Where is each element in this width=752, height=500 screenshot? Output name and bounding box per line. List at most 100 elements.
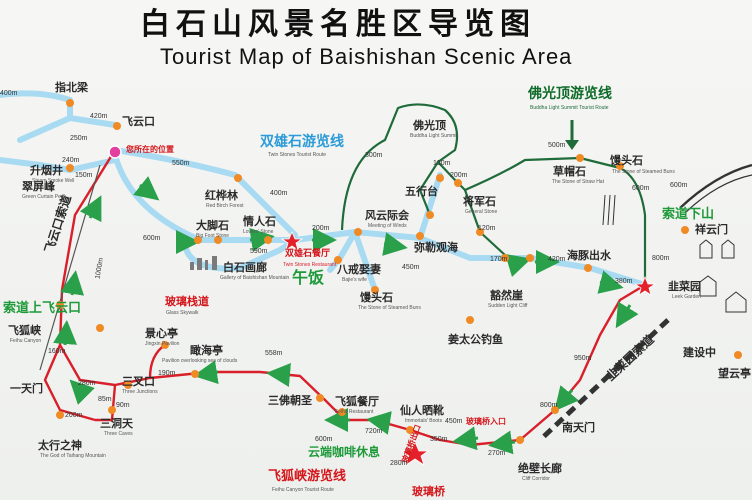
green-arrows — [53, 176, 639, 455]
place-sanchakou: 三叉口 — [122, 375, 155, 388]
route-label-foguangding: 佛光顶游览线 — [528, 86, 612, 102]
place-cuipingfeng-en: Green Curtain Peak — [22, 194, 67, 200]
distance-label: 240m — [62, 157, 80, 164]
distance-label: 200m — [450, 172, 468, 179]
key-stars — [280, 230, 657, 466]
distance-label: 400m — [0, 90, 18, 97]
distance-label: 450m — [402, 264, 420, 271]
place-huoranya: 豁然崖 — [490, 289, 523, 302]
place-honghualin: 红桦林 — [205, 189, 238, 202]
distance-label: 85m — [98, 396, 112, 403]
place-feiyunkou: 飞云口 — [122, 115, 155, 128]
place-nantianmen: 南天门 — [562, 421, 595, 434]
distance-label: 130m — [433, 160, 451, 167]
place-mantoushi-1: 馒头石 — [360, 291, 393, 304]
distance-label: 280m — [78, 380, 96, 387]
place-jiangtaigong: 姜太公钓鱼 — [448, 333, 503, 346]
distance-label: 200m — [312, 225, 330, 232]
distance-label: 190m — [158, 370, 176, 377]
distance-label: 450m — [445, 418, 463, 425]
glass-bridge-label: 玻璃桥 — [412, 485, 445, 498]
distance-label: 160m — [48, 348, 66, 355]
place-jingxinting: 景心亭 — [145, 327, 178, 340]
place-shengyanjing-en: Steam Smoke Well — [32, 178, 75, 184]
place-mantoushi-2: 馒头石 — [610, 154, 643, 167]
glass-plank-en-label: Glass Skywalk — [166, 310, 199, 316]
gallery-sculpture — [190, 256, 217, 270]
place-xianrenshaixue: 仙人晒靴 — [400, 404, 444, 417]
distance-label: 250m — [70, 135, 88, 142]
lunch-label: 午饭 — [292, 268, 325, 287]
map-title-zh: 白石山风景名胜区导览图 — [140, 7, 536, 42]
place-caomaoshi-en: The Stone of Straw Hat — [552, 179, 604, 185]
place-mantoushi-1-en: The Stone of Steamed Buns — [358, 305, 421, 311]
place-feihucanting: 飞狐餐厅 — [335, 395, 379, 408]
cable-up-label: 索道上飞云口 — [3, 301, 82, 316]
place-fengyunjihui-en: Meeting of Winds — [368, 223, 407, 229]
place-baishihualang: 白石画廊 — [223, 261, 267, 274]
place-sandongtian-en: Three Caves — [104, 431, 133, 437]
place-mantoushi-2-en: The Stone of Steamed Buns — [612, 169, 675, 175]
distance-label: 380m — [615, 278, 633, 285]
place-haitunchushui: 海豚出水 — [567, 249, 611, 262]
route-label-shuangxiong-en: Twin Stones Tourist Route — [268, 152, 326, 158]
place-xiangyunmen: 祥云门 — [695, 223, 728, 236]
distance-label: 950m — [574, 355, 592, 362]
place-foguangding-en: Buddha Light Summit — [410, 133, 458, 139]
place-xianrenshaixue-en: Immortals' Boots — [405, 418, 443, 424]
place-kanhaiting-en: Pavilion overlooking sea of clouds — [162, 358, 238, 364]
place-jiangjunshi: 将军石 — [463, 195, 496, 208]
twin-stones-restaurant-en-label: Twin Stones Restaurant — [283, 262, 337, 268]
place-honghualin-en: Red Birch Forest — [206, 203, 244, 209]
distance-label: 150m — [75, 172, 93, 179]
place-dajiaoshi-en: Big Foot Stone — [196, 233, 230, 239]
you-are-here-label: 您所在的位置 — [126, 145, 174, 154]
place-cuipingfeng: 翠屏峰 — [22, 180, 55, 193]
place-foguangding: 佛光顶 — [413, 119, 446, 132]
place-sanchakou-en: Three Junctions — [122, 389, 158, 395]
place-jiucaiyuan-en: Leek Garden — [672, 294, 701, 300]
distance-label: 720m — [365, 428, 383, 435]
sketch-icons — [699, 239, 747, 313]
jucai-cableway — [538, 318, 670, 442]
place-wangyunting: 望云亭 — [718, 367, 751, 380]
distance-label: 300m — [365, 152, 383, 159]
distance-label: 600m — [315, 436, 333, 443]
place-huoranya-en: Sudden Light Cliff — [488, 303, 528, 309]
distance-label: 600m — [143, 235, 161, 242]
place-sandongtian: 三洞天 — [100, 417, 133, 430]
cable-down-label: 索道下山 — [662, 207, 715, 222]
route-label-feihuxia: 飞狐峡游览线 — [268, 469, 347, 484]
place-nodes — [56, 99, 742, 444]
place-feihucanting-en: Feihu Restaurant — [335, 409, 374, 415]
route-label-feihuxia-en: Feihu Canyon Tourist Route — [272, 487, 334, 493]
place-bajieqiqi: 八戒娶妻 — [337, 263, 381, 276]
distance-label: 600m — [632, 185, 650, 192]
place-wuxingtai: 五行台 — [405, 185, 438, 198]
railway-line-2 — [685, 174, 752, 213]
you-are-here-marker — [108, 145, 122, 159]
distance-label: 200m — [65, 412, 83, 419]
distance-label: 350m — [430, 436, 448, 443]
coffee-break-label: 云端咖啡休息 — [308, 445, 381, 459]
place-taihangzhishen: 太行之神 — [38, 439, 82, 452]
place-shengyanjing: 升烟井 — [30, 164, 63, 177]
distance-label: 280m — [390, 460, 408, 467]
distance-label: 590m — [250, 248, 268, 255]
place-caomaoshi: 草帽石 — [553, 165, 586, 178]
place-fengyunjihui: 风云际会 — [365, 209, 409, 222]
place-qingrenshi: 情人石 — [243, 215, 276, 228]
place-jingxinting-en: Jingxin Pavilion — [145, 341, 180, 347]
place-bajieqiqi-en: Bajie's wife — [342, 277, 367, 283]
place-juebichanglang: 绝壁长廊 — [518, 462, 562, 475]
distance-label: 500m — [548, 142, 566, 149]
distance-label: 420m — [548, 256, 566, 263]
distance-label: 600m — [670, 182, 688, 189]
distance-label: 800m — [652, 255, 670, 262]
distance-label: 170m — [490, 256, 508, 263]
distance-label: 120m — [478, 225, 496, 232]
place-feihuxia-en: Feihu Canyon — [10, 338, 42, 344]
distance-label: 558m — [265, 350, 283, 357]
dark-green-arrowhead — [565, 140, 579, 150]
